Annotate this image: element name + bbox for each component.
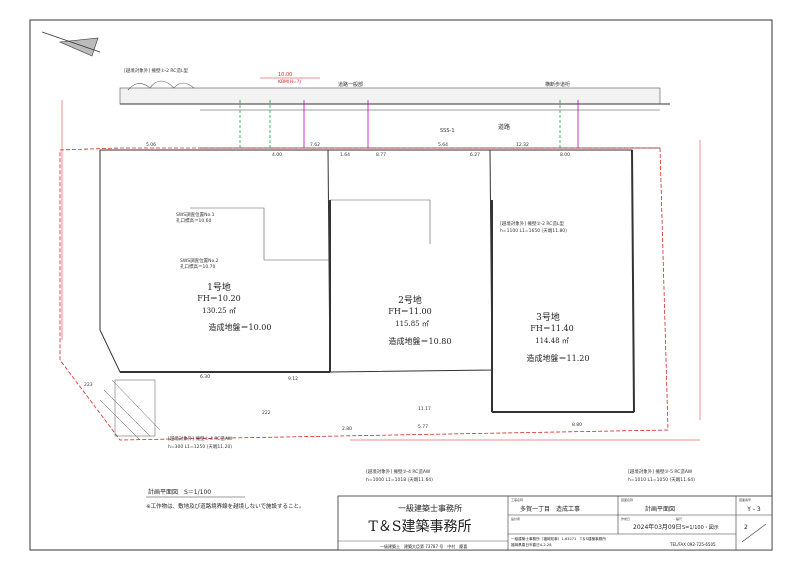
wall-note-3: [越境対象外] 擁壁③-4 RC造AW	[366, 468, 431, 475]
dim-15: 8.80	[572, 422, 582, 428]
drawing-name: 計画平面図	[645, 505, 675, 513]
lot3-grade: 造成地盤＝11.20	[527, 353, 590, 363]
dim-10: 9.12	[288, 376, 298, 382]
wall-note-2-sub: h=1100 L1=1650 (天端11.80)	[500, 227, 567, 234]
date-label: 作成日	[621, 516, 630, 521]
firm-name: T＆S建築事務所	[369, 519, 472, 535]
scale-value: S=1/100・図示	[682, 525, 719, 531]
drawing-number: Y - 3	[746, 506, 761, 513]
road-band	[119, 80, 670, 149]
lot2-label: 2号地 FH＝11.00 115.85 ㎡ 造成地盤＝10.80	[388, 294, 451, 346]
lot3-area: 114.48 ㎡	[535, 337, 569, 345]
dim-13: 223	[84, 382, 93, 388]
retaining-walls	[120, 149, 635, 413]
project-label: 工事名称	[511, 497, 523, 502]
wall-note-3-sub: h=1000 L1=1018 (天端11.64)	[366, 476, 433, 483]
survey-note-1: SWS調査位置No.1	[176, 211, 215, 218]
designer-line1: 一級建築士事務所（福岡知事）1-63271 T＆S建築事務所	[511, 536, 606, 541]
benchmark-label: KBM(H=?)	[278, 79, 301, 85]
plan-title: 計画平面図 S＝1/100	[148, 488, 211, 496]
number-label: 図面番号	[739, 497, 751, 502]
lot2-grade: 造成地盤＝10.80	[389, 336, 452, 346]
dim-16: 2.80	[342, 426, 352, 432]
dim-3: 7.62	[310, 142, 320, 148]
lot1-name: 1号地	[207, 281, 231, 293]
dim-11: 6.30	[200, 374, 210, 380]
project-name: 多賀一丁目 造成工事	[520, 505, 580, 513]
plan-note: ※工作物は、敷地及び道路境界線を越境しないで施設すること。	[146, 502, 304, 510]
survey-note-3: SWS調査位置No.2	[180, 257, 219, 264]
site-boundary	[59, 147, 669, 441]
lot1-fh: FH＝10.20	[197, 294, 240, 303]
dim-1: 5.06	[146, 142, 156, 148]
wall-note-4-sub: h=1010 L1=1050 (天端11.64)	[628, 476, 695, 483]
dim-6: 5.64	[438, 142, 448, 148]
dim-14: 5.77	[418, 424, 428, 430]
dim-9: 12.32	[516, 142, 529, 148]
wall-note-4: [越境対象外] 擁壁③-5 RC造AW	[628, 468, 693, 475]
dim-17: 11.17	[418, 406, 431, 412]
dim-4: 1.64	[340, 152, 350, 158]
page-number: 2	[744, 524, 748, 531]
lot1-grade: 造成地盤＝10.00	[209, 322, 272, 332]
drawing-label: 図面名称	[621, 497, 633, 502]
survey-note-4: 孔口標高＝10.70	[180, 263, 216, 270]
designer-label: 設計者	[511, 516, 520, 521]
wall-note-2: [越境対象外] 擁壁②-2 RC造L型	[500, 220, 564, 227]
lot1-top-note: [越境対象外] 擁壁①-2 RC造L型	[124, 67, 188, 74]
tel-value: TEL/FAX 092-725-6505	[669, 542, 716, 547]
lot3-label: 3号地 FH＝11.40 114.48 ㎡ 造成地盤＝11.20	[527, 311, 590, 363]
title-block	[337, 495, 773, 551]
wall-note-1: [越境対象外] 擁壁①-4 RC造AW	[168, 435, 233, 442]
dim-5: 8.77	[376, 152, 386, 158]
road-label: 道路	[498, 123, 510, 131]
dim-2: 4.00	[272, 152, 282, 158]
stone-wall	[99, 379, 161, 441]
date-value: 2024年03月09日	[633, 523, 682, 531]
firm-top: 一級建築士事務所	[398, 503, 462, 513]
road-width-top: 10.00	[278, 72, 292, 78]
dim-7: 6.27	[470, 152, 480, 158]
survey-note-2: 孔口標高＝10.60	[176, 217, 212, 224]
lot2-area: 115.85 ㎡	[395, 320, 429, 328]
lot2-name: 2号地	[398, 294, 422, 306]
road-section: 道路一般部	[338, 81, 363, 88]
lot1-label: 1号地 FH＝10.20 130.25 ㎡ 造成地盤＝10.00	[197, 281, 271, 332]
lot3-outline	[490, 149, 635, 413]
north-arrow-icon	[41, 31, 101, 57]
road-code: SSS-1	[440, 128, 455, 134]
lot3-name: 3号地	[536, 311, 560, 323]
designer-line2: 福岡県春日市春日4-2-28	[511, 542, 552, 547]
scale-label: 縮尺	[676, 516, 682, 521]
lot2-building	[330, 199, 431, 244]
lot1-building	[190, 207, 330, 261]
wall-note-1-sub: h=300 L1=1250 (天端11.20)	[168, 443, 232, 450]
lot1-area: 130.25 ㎡	[202, 307, 236, 315]
road-name: 横断歩道桁	[545, 81, 570, 88]
dim-12: 222	[262, 410, 271, 416]
dim-8: 8.00	[560, 152, 570, 158]
lot2-fh: FH＝11.00	[388, 307, 431, 316]
firm-footer: 一級建築士 建築大臣第 73787 号 中村 慶喜	[380, 543, 467, 549]
lot3-fh: FH＝11.40	[530, 324, 573, 333]
